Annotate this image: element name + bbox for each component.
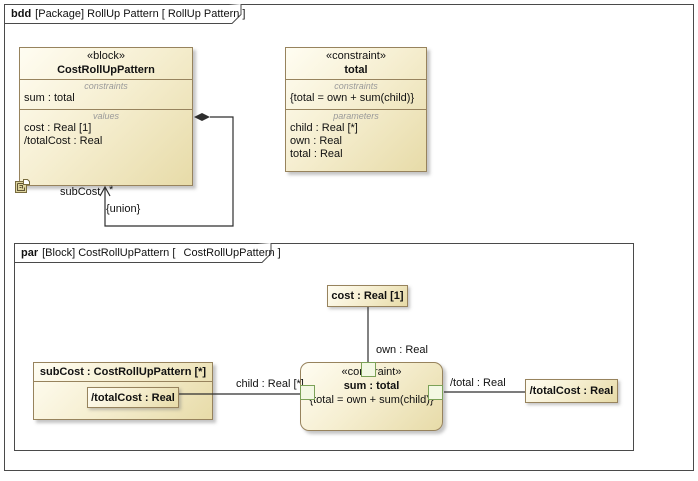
parameters-compartment-label: parameters (333, 111, 379, 121)
parameter-item[interactable]: child : Real [*] (290, 122, 358, 134)
par-title-left: [Block] CostRollUpPattern [ (42, 246, 179, 259)
block-stereotype: «block» (87, 50, 125, 62)
par-diagram-frame (14, 243, 634, 451)
par-title-right: CostRollUpPattern ] (180, 246, 281, 259)
totalcost-value-box[interactable]: /totalCost : Real (525, 379, 618, 403)
constraint-expression-item[interactable]: {total = own + sum(child)} (290, 92, 415, 104)
cost-value-box[interactable]: cost : Real [1] (327, 285, 408, 307)
block-name: CostRollUpPattern (57, 64, 155, 76)
own-parameter-port[interactable] (361, 362, 376, 377)
child-binding-label[interactable]: child : Real [*] (236, 378, 304, 390)
par-keyword: par (21, 246, 39, 259)
constraint-block-parameters-compartment: parameters child : Real [*] own : Real t… (286, 109, 426, 171)
parameter-item[interactable]: own : Real (290, 135, 342, 147)
association-union-constraint-label[interactable]: {union} (106, 203, 141, 215)
constraint-block-total[interactable]: «constraint» total constraints {total = … (285, 47, 427, 172)
child-parameter-port[interactable] (300, 385, 315, 400)
parameter-item[interactable]: total : Real (290, 148, 343, 160)
constraint-property-expression: {total = own + sum(child)} (309, 394, 434, 406)
constraint-block-stereotype: «constraint» (326, 50, 386, 62)
association-role-label[interactable]: subCost (60, 186, 101, 198)
constraint-property-name: sum : total (343, 380, 400, 392)
block-values-compartment: values cost : Real [1] /totalCost : Real (20, 109, 192, 185)
total-binding-label[interactable]: /total : Real (450, 377, 506, 389)
bdd-tab-outline (4, 4, 242, 24)
constraint-block-name: total (344, 64, 368, 76)
block-constraints-compartment: constraints sum : total (20, 79, 192, 109)
constraints-compartment-label: constraints (334, 81, 378, 91)
bdd-title: [Package] RollUp Pattern [ RollUp Patter… (35, 7, 246, 20)
bdd-frame-tab[interactable]: bdd[Package] RollUp Pattern [ RollUp Pat… (4, 4, 246, 23)
bdd-diagram-frame (4, 4, 694, 471)
subcost-part[interactable]: subCost : CostRollUpPattern [*] /totalCo… (33, 362, 213, 420)
association-multiplicity-label[interactable]: * (109, 184, 114, 196)
values-compartment-label: values (92, 111, 119, 121)
constraints-compartment-label: constraints (84, 81, 128, 91)
block-value-item[interactable]: cost : Real [1] (24, 122, 92, 134)
total-parameter-port[interactable] (428, 385, 443, 400)
par-frame-tab[interactable]: par[Block] CostRollUpPattern [ CostRollU… (14, 243, 281, 262)
block-value-item[interactable]: /totalCost : Real (24, 135, 103, 147)
own-binding-label[interactable]: own : Real (376, 344, 428, 356)
subcost-totalcost-value-box[interactable]: /totalCost : Real (87, 387, 179, 408)
bdd-keyword: bdd (11, 7, 32, 20)
par-tab-outline (14, 243, 272, 263)
constraint-block-header: «constraint» total (286, 48, 426, 79)
block-header: «block» CostRollUpPattern (20, 48, 192, 79)
structure-diagram-icon[interactable] (15, 179, 30, 194)
constraint-block-constraints-compartment: constraints {total = own + sum(child)} (286, 79, 426, 109)
subcost-part-header: subCost : CostRollUpPattern [*] (34, 363, 212, 382)
block-constraint-item[interactable]: sum : total (24, 92, 75, 104)
block-costrolluppattern[interactable]: «block» CostRollUpPattern constraints su… (19, 47, 193, 186)
